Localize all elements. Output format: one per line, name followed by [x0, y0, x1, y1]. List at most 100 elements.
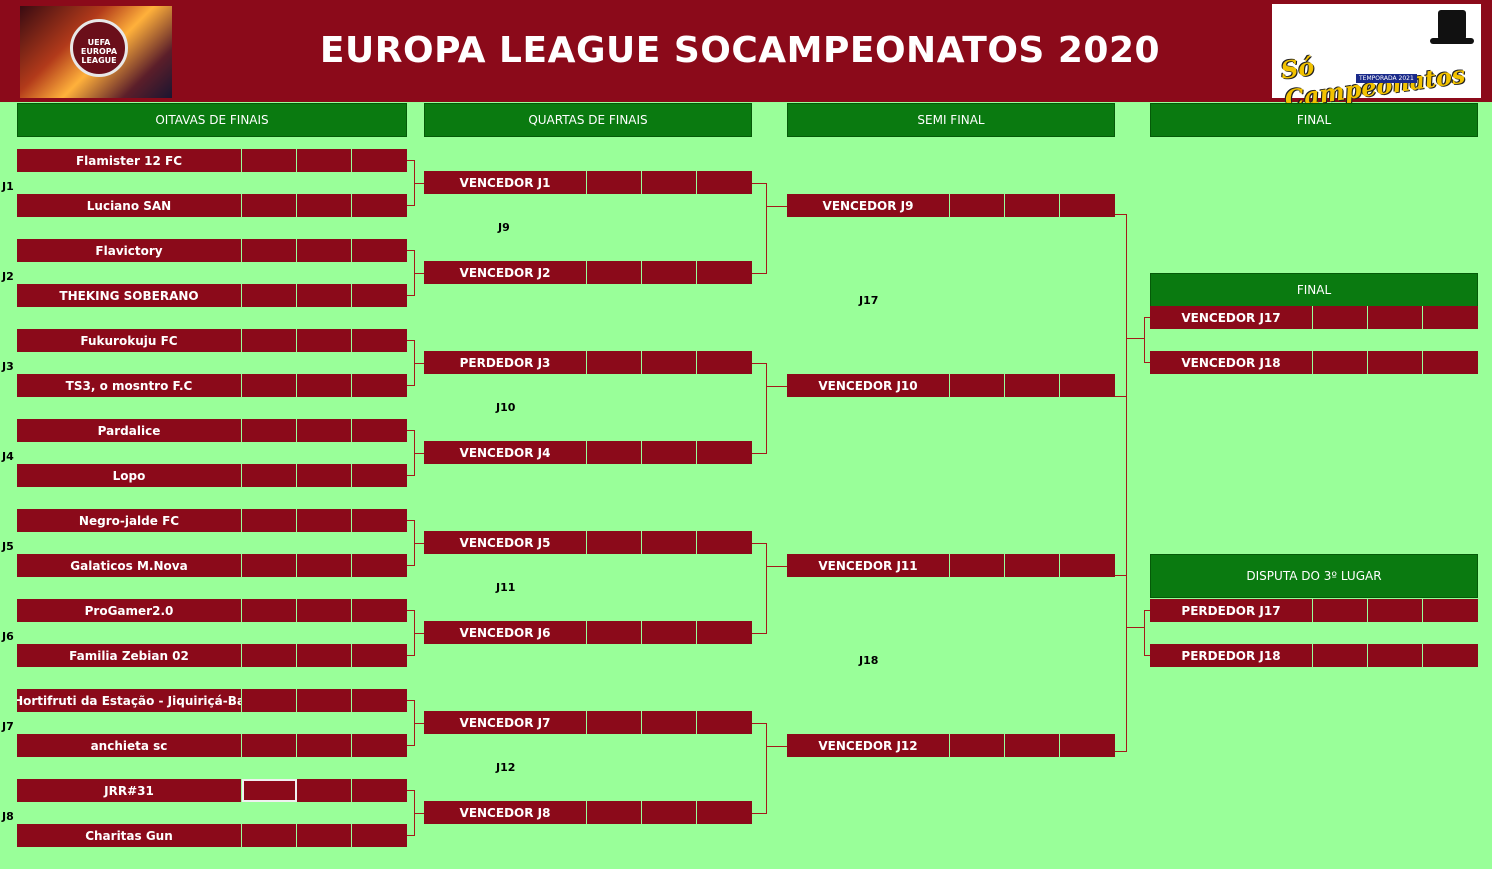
semis-team-row[interactable]: VENCEDOR J10	[787, 374, 1115, 397]
score-cell[interactable]	[950, 374, 1005, 397]
score-cell[interactable]	[587, 351, 642, 374]
score-cell[interactable]	[297, 374, 352, 397]
round16-team-row[interactable]: Lopo	[17, 464, 407, 487]
score-cell[interactable]	[587, 171, 642, 194]
round16-team-row[interactable]: Negro-jalde FC	[17, 509, 407, 532]
score-cell[interactable]	[242, 824, 297, 847]
score-cell[interactable]	[587, 261, 642, 284]
score-cell[interactable]	[297, 149, 352, 172]
score-cell[interactable]	[587, 621, 642, 644]
score-cell[interactable]	[1060, 194, 1115, 217]
round16-team-row[interactable]: Charitas Gun	[17, 824, 407, 847]
score-cell[interactable]	[297, 194, 352, 217]
score-cell[interactable]	[242, 554, 297, 577]
score-cell[interactable]	[1005, 374, 1060, 397]
score-cell[interactable]	[242, 419, 297, 442]
score-cell[interactable]	[297, 509, 352, 532]
round16-team-row[interactable]: THEKING SOBERANO	[17, 284, 407, 307]
round16-team-row[interactable]: Flamister 12 FC	[17, 149, 407, 172]
score-cell[interactable]	[297, 734, 352, 757]
round16-team-row[interactable]: Familia Zebian 02	[17, 644, 407, 667]
score-cell[interactable]	[352, 419, 407, 442]
score-cell[interactable]	[697, 801, 752, 824]
score-cell[interactable]	[1368, 644, 1423, 667]
score-cell[interactable]	[587, 801, 642, 824]
score-cell[interactable]	[642, 261, 697, 284]
score-cell[interactable]	[352, 329, 407, 352]
score-cell[interactable]	[642, 531, 697, 554]
semis-team-row[interactable]: VENCEDOR J12	[787, 734, 1115, 757]
score-cell[interactable]	[297, 329, 352, 352]
score-cell[interactable]	[242, 149, 297, 172]
score-cell[interactable]	[642, 621, 697, 644]
score-cell[interactable]	[242, 284, 297, 307]
quarters-team-row[interactable]: VENCEDOR J6	[424, 621, 752, 644]
score-cell[interactable]	[950, 194, 1005, 217]
third-place-team-row[interactable]: PERDEDOR J17	[1150, 599, 1478, 622]
score-cell[interactable]	[697, 621, 752, 644]
score-cell[interactable]	[642, 351, 697, 374]
score-cell[interactable]	[297, 419, 352, 442]
score-cell[interactable]	[1005, 734, 1060, 757]
semis-team-row[interactable]: VENCEDOR J11	[787, 554, 1115, 577]
score-cell[interactable]	[242, 239, 297, 262]
final-team-row[interactable]: VENCEDOR J18	[1150, 351, 1478, 374]
round16-team-row[interactable]: Pardalice	[17, 419, 407, 442]
score-cell[interactable]	[1368, 599, 1423, 622]
score-cell[interactable]	[352, 734, 407, 757]
score-cell[interactable]	[352, 554, 407, 577]
semis-team-row[interactable]: VENCEDOR J9	[787, 194, 1115, 217]
score-cell[interactable]	[697, 171, 752, 194]
score-cell[interactable]	[587, 531, 642, 554]
score-cell[interactable]	[587, 441, 642, 464]
score-cell[interactable]	[352, 824, 407, 847]
score-cell[interactable]	[1005, 194, 1060, 217]
score-cell[interactable]	[352, 149, 407, 172]
score-cell-selected[interactable]	[242, 779, 297, 802]
score-cell[interactable]	[642, 171, 697, 194]
third-place-team-row[interactable]: PERDEDOR J18	[1150, 644, 1478, 667]
score-cell[interactable]	[1313, 351, 1368, 374]
score-cell[interactable]	[697, 531, 752, 554]
score-cell[interactable]	[242, 734, 297, 757]
score-cell[interactable]	[352, 239, 407, 262]
score-cell[interactable]	[242, 689, 297, 712]
score-cell[interactable]	[297, 644, 352, 667]
score-cell[interactable]	[242, 509, 297, 532]
score-cell[interactable]	[297, 239, 352, 262]
score-cell[interactable]	[1313, 599, 1368, 622]
score-cell[interactable]	[352, 194, 407, 217]
score-cell[interactable]	[1313, 306, 1368, 329]
score-cell[interactable]	[242, 464, 297, 487]
score-cell[interactable]	[1060, 554, 1115, 577]
round16-team-row[interactable]: JRR#31	[17, 779, 407, 802]
round16-team-row[interactable]: Fukurokuju FC	[17, 329, 407, 352]
score-cell[interactable]	[1423, 306, 1478, 329]
score-cell[interactable]	[697, 711, 752, 734]
round16-team-row[interactable]: TS3, o mosntro F.C	[17, 374, 407, 397]
score-cell[interactable]	[352, 464, 407, 487]
score-cell[interactable]	[297, 464, 352, 487]
quarters-team-row[interactable]: VENCEDOR J1	[424, 171, 752, 194]
score-cell[interactable]	[297, 689, 352, 712]
score-cell[interactable]	[642, 711, 697, 734]
final-team-row[interactable]: VENCEDOR J17	[1150, 306, 1478, 329]
score-cell[interactable]	[697, 441, 752, 464]
score-cell[interactable]	[1423, 351, 1478, 374]
score-cell[interactable]	[352, 284, 407, 307]
score-cell[interactable]	[352, 689, 407, 712]
score-cell[interactable]	[297, 554, 352, 577]
score-cell[interactable]	[352, 599, 407, 622]
score-cell[interactable]	[1005, 554, 1060, 577]
quarters-team-row[interactable]: VENCEDOR J8	[424, 801, 752, 824]
score-cell[interactable]	[1368, 351, 1423, 374]
score-cell[interactable]	[1313, 644, 1368, 667]
score-cell[interactable]	[297, 284, 352, 307]
quarters-team-row[interactable]: VENCEDOR J4	[424, 441, 752, 464]
score-cell[interactable]	[297, 824, 352, 847]
score-cell[interactable]	[242, 599, 297, 622]
score-cell[interactable]	[1423, 644, 1478, 667]
score-cell[interactable]	[352, 644, 407, 667]
score-cell[interactable]	[352, 374, 407, 397]
score-cell[interactable]	[587, 711, 642, 734]
